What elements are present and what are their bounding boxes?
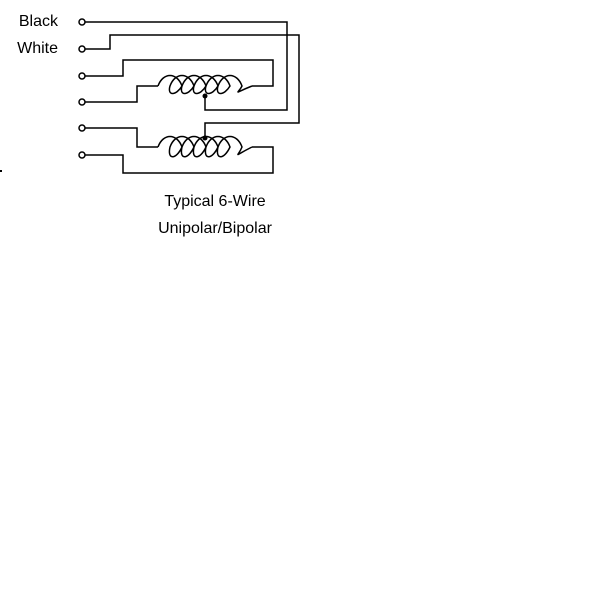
- wire-coil-b-start: [85, 127, 158, 148]
- terminal-3: [78, 72, 86, 80]
- terminal-1: [78, 18, 86, 26]
- wire-white: [85, 34, 300, 138]
- center-tap-dot-b: [202, 135, 208, 141]
- wire-label-white: White: [17, 40, 58, 57]
- wire-coil-a-end: [85, 85, 158, 103]
- center-tap-dot-a: [202, 93, 208, 99]
- edge-mark: [0, 170, 2, 172]
- wire-label-black: Black: [18, 13, 58, 30]
- coil-a: [157, 74, 253, 95]
- caption-line-1: Typical 6-Wire: [164, 193, 266, 210]
- terminal-2: [78, 45, 86, 53]
- terminal-4: [78, 98, 86, 106]
- coil-b: [157, 135, 253, 158]
- wire-black: [85, 21, 288, 111]
- terminal-6: [78, 151, 86, 159]
- wire-coil-a-start: [85, 59, 274, 87]
- wire-coil-b-end: [85, 146, 274, 174]
- terminal-5: [78, 124, 86, 132]
- caption-line-2: Unipolar/Bipolar: [158, 220, 272, 237]
